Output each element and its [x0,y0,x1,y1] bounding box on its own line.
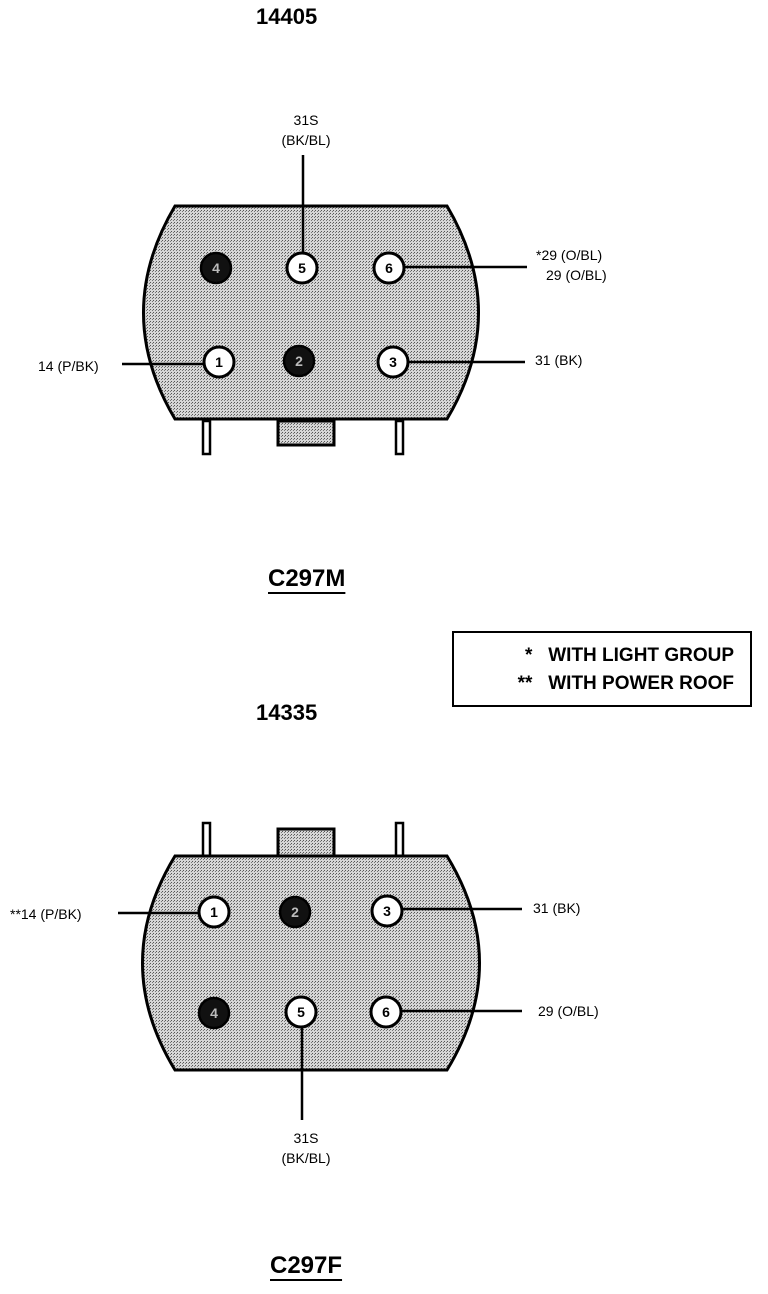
bottom-pin-3-label: 3 [383,903,391,919]
top-pin6-wire-light-group: *29 (O/BL) [536,247,603,263]
top-pin5-wire-code: 31S [293,112,319,128]
legend-text-power-roof: WITH POWER ROOF [548,673,734,694]
top-pin1-wire-label: 14 (P/BK) [38,358,99,374]
top-pin-1-label: 1 [215,354,223,370]
bottom-pin-6-label: 6 [382,1004,390,1020]
bottom-pin-5: 5 [284,995,318,1029]
bottom-pin5-wire-label: 31S (BK/BL) [256,1128,356,1168]
legend-row-light-group: * WITH LIGHT GROUP [525,645,734,667]
bottom-pin-2: 2 [278,895,312,929]
legend-box: * WITH LIGHT GROUP ** WITH POWER ROOF [452,631,752,707]
bottom-pin-6: 6 [369,995,403,1029]
top-pin-6-label: 6 [385,260,393,276]
top-pin-2: 2 [282,344,316,378]
bottom-connector-body [141,854,481,1072]
bottom-pin-4: 4 [197,996,231,1030]
top-connector-body [142,204,480,421]
bottom-pin1-wire-label: **14 (P/BK) [10,906,82,922]
top-left-leg [201,419,212,456]
top-pin-5: 5 [285,251,319,285]
top-right-leg [394,419,405,456]
top-pin5-wire-color: (BK/BL) [281,132,331,148]
top-pin-3-label: 3 [389,354,397,370]
bottom-part-number: 14335 [256,700,318,725]
legend-mark-single: * [524,645,533,666]
bottom-left-leg [201,821,212,858]
legend-text-light-group: WITH LIGHT GROUP [548,645,734,666]
bottom-pin-1-label: 1 [210,904,218,920]
bottom-pin-3: 3 [370,894,404,928]
top-pin6-wire-standard: 29 (O/BL) [546,267,607,283]
bottom-pin-4-label: 4 [210,1005,218,1021]
top-pin-2-label: 2 [295,353,303,369]
bottom-pin-5-label: 5 [297,1004,305,1020]
top-pin-4: 4 [199,251,233,285]
bottom-pin-2-label: 2 [291,904,299,920]
top-pin-1: 1 [202,345,236,379]
top-connector-id: C297M [268,565,346,592]
bottom-pin3-wire-label: 31 (BK) [533,900,581,916]
top-pin-6: 6 [372,251,406,285]
bottom-pin6-wire-label: 29 (O/BL) [538,1003,599,1019]
top-pin-4-label: 4 [212,260,220,276]
bottom-connector-id: C297F [270,1252,343,1279]
bottom-right-leg [394,821,405,858]
bottom-center-latch [276,827,336,858]
bottom-connector: 1 2 3 4 5 6 [118,821,522,1120]
legend-row-power-roof: ** WITH POWER ROOF [518,673,734,695]
top-pin-5-label: 5 [298,260,306,276]
legend-mark-double: ** [517,673,533,694]
top-part-number: 14405 [256,4,318,29]
top-connector: 4 5 6 1 2 3 [122,155,527,456]
top-pin-3: 3 [376,345,410,379]
top-pin5-wire-label: 31S (BK/BL) [256,110,356,150]
top-pin6-wire-label: *29 (O/BL) 29 (O/BL) [536,245,607,285]
bottom-pin5-wire-code: 31S [293,1130,319,1146]
bottom-pin5-wire-color: (BK/BL) [281,1150,331,1166]
bottom-pin-1: 1 [197,895,231,929]
top-center-latch [276,419,336,447]
top-pin3-wire-label: 31 (BK) [535,352,583,368]
